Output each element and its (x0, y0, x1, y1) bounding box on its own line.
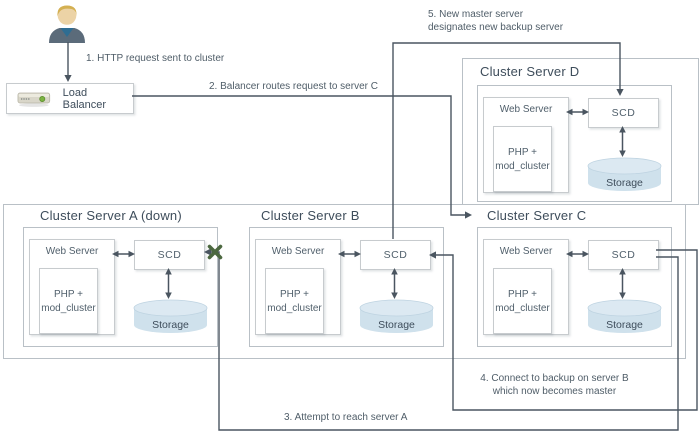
php-label-line1: PHP + (280, 288, 309, 300)
web-server-label: Web Server (45, 246, 99, 257)
connector-step2 (132, 95, 465, 216)
cluster-title-d: Cluster Server D (480, 64, 580, 79)
step5-line1: 5. New master server (428, 9, 524, 20)
php-label-line2: mod_cluster (267, 302, 322, 314)
led-green-icon (39, 96, 46, 102)
load-balancer-label: Load Balancer (62, 86, 107, 111)
step2-label: 2. Balancer routes request to server C (209, 81, 378, 92)
storage-cylinder: Storage (359, 299, 434, 334)
scd-box: SCD (360, 240, 431, 270)
web-scd-arrow-icon (566, 250, 589, 258)
php-label-line1: PHP + (54, 288, 83, 300)
scd-storage-arrow-icon (391, 268, 398, 299)
php-mod-cluster-box: PHP + mod_cluster (493, 126, 552, 192)
web-server-box: Web Server PHP + mod_cluster (483, 239, 569, 335)
step4-label: 4. Connect to backup on server B which n… (462, 373, 647, 398)
web-server-label: Web Server (499, 104, 553, 115)
web-scd-arrow-icon (566, 108, 589, 116)
storage-label: Storage (606, 319, 643, 331)
storage-label: Storage (152, 319, 189, 331)
user-icon (49, 5, 85, 43)
web-server-box: Web Server PHP + mod_cluster (255, 239, 341, 335)
php-label-line2: mod_cluster (41, 302, 96, 314)
web-server-label: Web Server (499, 246, 553, 257)
storage-cylinder: Storage (587, 299, 662, 334)
php-label-line2: mod_cluster (495, 302, 550, 314)
step5-line2: designates new backup server (428, 21, 564, 33)
php-mod-cluster-box: PHP + mod_cluster (493, 268, 552, 334)
step1-label: 1. HTTP request sent to cluster (86, 53, 225, 64)
scd-box: SCD (588, 98, 659, 128)
cluster-title-c: Cluster Server C (487, 208, 587, 223)
scd-box: SCD (134, 240, 205, 270)
php-label-line1: PHP + (508, 146, 537, 158)
php-label-line1: PHP + (508, 288, 537, 300)
php-label-line2: mod_cluster (495, 160, 550, 172)
storage-cylinder: Storage (133, 299, 208, 334)
step3-label: 3. Attempt to reach server A (284, 412, 408, 423)
cluster-title-b: Cluster Server B (261, 208, 360, 223)
load-balancer-box: Load Balancer (6, 83, 134, 114)
step5-label: 5. New master server designates new back… (428, 9, 608, 34)
arrowhead-step1 (64, 75, 72, 82)
scd-box: SCD (588, 240, 659, 270)
step4-line1: 4. Connect to backup on server B (480, 373, 629, 384)
web-server-box: Web Server PHP + mod_cluster (29, 239, 115, 335)
step4-line2: which now becomes master (492, 385, 617, 397)
php-mod-cluster-box: PHP + mod_cluster (265, 268, 324, 334)
server-module-a: Web Server PHP + mod_cluster SCD Storage (23, 227, 218, 347)
scd-storage-arrow-icon (619, 126, 626, 157)
storage-label: Storage (606, 177, 643, 189)
web-scd-arrow-icon (112, 250, 135, 258)
server-module-b: Web Server PHP + mod_cluster SCD Storage (249, 227, 444, 347)
web-server-label: Web Server (271, 246, 325, 257)
server-module-d: Web Server PHP + mod_cluster SCD Storage (477, 85, 672, 202)
storage-cylinder: Storage (587, 157, 662, 192)
web-server-box: Web Server PHP + mod_cluster (483, 97, 569, 193)
scd-storage-arrow-icon (619, 268, 626, 299)
scd-storage-arrow-icon (165, 268, 172, 299)
cluster-title-a: Cluster Server A (down) (40, 208, 182, 223)
load-balancer-icon (17, 92, 51, 107)
web-scd-arrow-icon (338, 250, 361, 258)
server-module-c: Web Server PHP + mod_cluster SCD Storage (477, 227, 672, 347)
php-mod-cluster-box: PHP + mod_cluster (39, 268, 98, 334)
storage-label: Storage (378, 319, 415, 331)
